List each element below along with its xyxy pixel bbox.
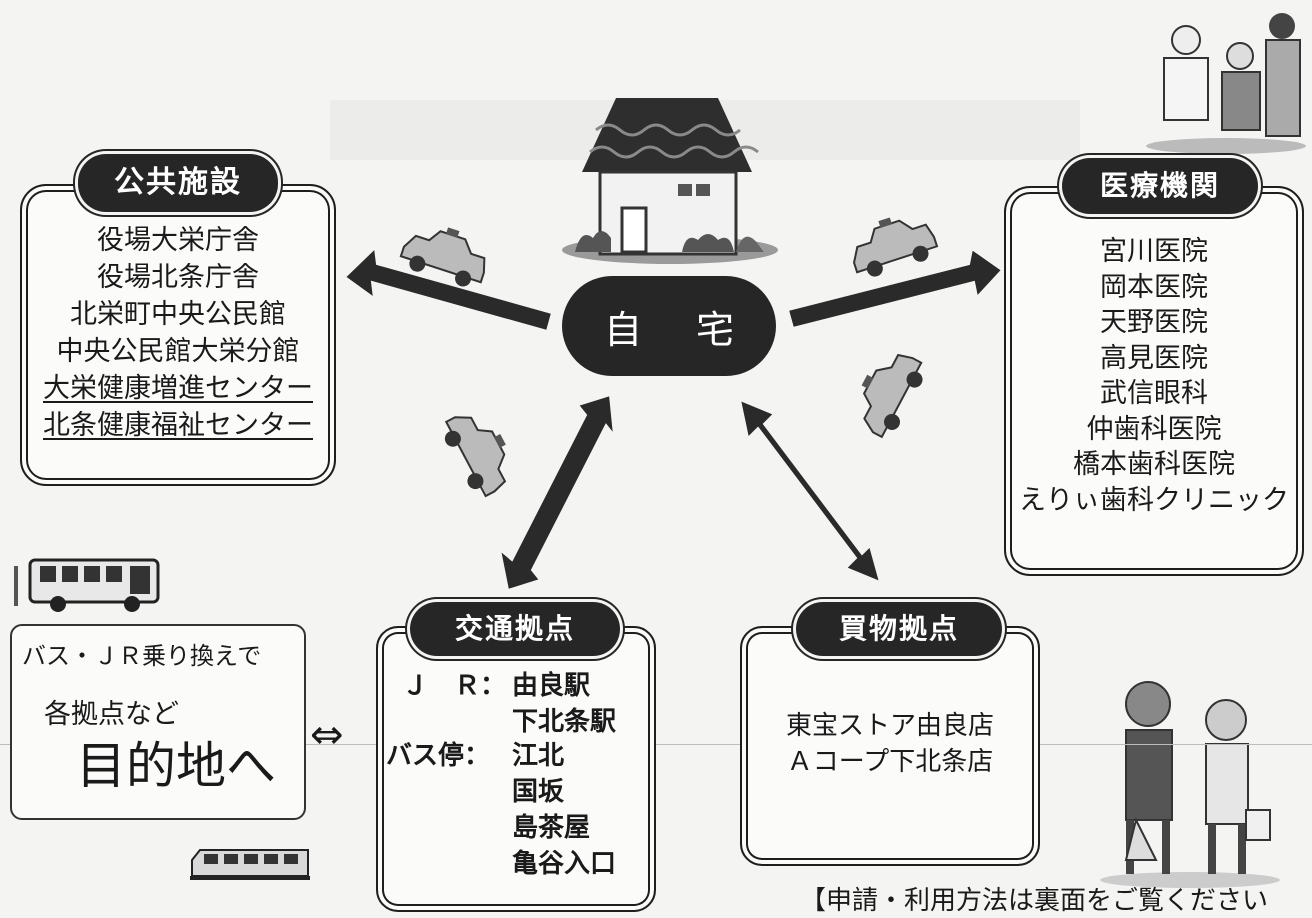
bus-stop-label: バス停： <box>386 741 491 771</box>
medical-item: 橋本歯科医院 <box>1073 449 1235 480</box>
doctor-patient-illustration <box>1146 13 1306 154</box>
bus-stop: 国坂 <box>512 777 565 807</box>
medical-item: えりぃ歯科クリニック <box>1019 484 1289 516</box>
medical-item: 天野医院 <box>1100 307 1208 338</box>
public-facilities-box <box>20 184 336 486</box>
transit-hub-box <box>376 626 656 912</box>
arrow-home-medical <box>786 247 1004 330</box>
shopping-hub-box <box>740 626 1040 866</box>
house-icon <box>562 98 778 264</box>
shopping-item: 東宝ストア由良店 <box>785 711 994 741</box>
home-label-left: 自 <box>604 307 643 352</box>
taxi-icon <box>853 217 939 277</box>
public-facility-item: 中央公民館大栄分館 <box>56 336 300 367</box>
medical-institutions-title: 医療機関 <box>1062 158 1258 214</box>
train-icon <box>190 849 310 880</box>
medical-item: 高見医院 <box>1100 342 1208 374</box>
footer-note: 【申請・利用方法は裏面をご覧ください <box>800 886 1269 916</box>
jr-label: Ｊ Ｒ： <box>402 671 507 701</box>
taxi-icon <box>444 416 507 498</box>
bus-stop: 島茶屋 <box>512 813 591 843</box>
bus-stop: 亀谷入口 <box>512 849 617 879</box>
transit-hub-title: 交通拠点 <box>410 602 620 656</box>
medical-item: 武信眼科 <box>1100 378 1208 409</box>
medical-item: 岡本医院 <box>1100 271 1208 303</box>
bus-icon <box>14 558 160 612</box>
medical-institutions-box <box>1004 186 1304 576</box>
arrow-home-shopping <box>738 398 882 584</box>
transfer-box <box>10 624 306 820</box>
shopping-hub-title: 買物拠点 <box>796 602 1002 656</box>
public-facilities-list: 役場大栄庁舎 役場北条庁舎 北栄町中央公民館 中央公民館大栄分館 大栄健康増進セ… <box>26 222 330 444</box>
public-facility-item: 北栄町中央公民館 <box>70 299 286 330</box>
arrow-home-transit <box>498 393 616 592</box>
public-facility-item: 役場北条庁舎 <box>97 262 259 293</box>
taxi-icon <box>399 227 486 287</box>
home-label-right: 宅 <box>695 307 734 352</box>
jr-station: 下北条駅 <box>512 707 617 737</box>
home-node: 自 宅 <box>562 276 776 376</box>
medical-item: 仲歯科医院 <box>1086 413 1222 445</box>
arrow-home-public <box>343 245 554 333</box>
faint-divider-line <box>0 744 1312 745</box>
transfer-line-2: 各拠点など <box>44 699 179 730</box>
transfer-line-1: バス・ＪＲ乗り換えで <box>22 642 262 670</box>
shopping-item: Ａコープ下北条店 <box>786 747 994 777</box>
jr-station: 由良駅 <box>512 671 591 701</box>
taxi-icon <box>861 353 923 439</box>
public-facility-item: 役場大栄庁舎 <box>97 225 259 256</box>
public-facility-item: 大栄健康増進センター <box>43 373 313 404</box>
transfer-destination: 目的地へ <box>76 737 276 795</box>
elderly-couple-illustration <box>1100 681 1280 888</box>
medical-item: 宮川医院 <box>1100 236 1208 267</box>
medical-institutions-list: 宮川医院 岡本医院 天野医院 高見医院 武信眼科 仲歯科医院 橋本歯科医院 えり… <box>1008 234 1300 518</box>
public-facilities-title: 公共施設 <box>78 154 278 212</box>
double-arrow-icon: ⇔ <box>310 712 344 758</box>
bus-stop: 江北 <box>512 741 565 771</box>
public-facility-item: 北条健康福祉センター <box>43 410 313 441</box>
shopping-list: 東宝ストア由良店 Ａコープ下北条店 <box>744 708 1036 780</box>
